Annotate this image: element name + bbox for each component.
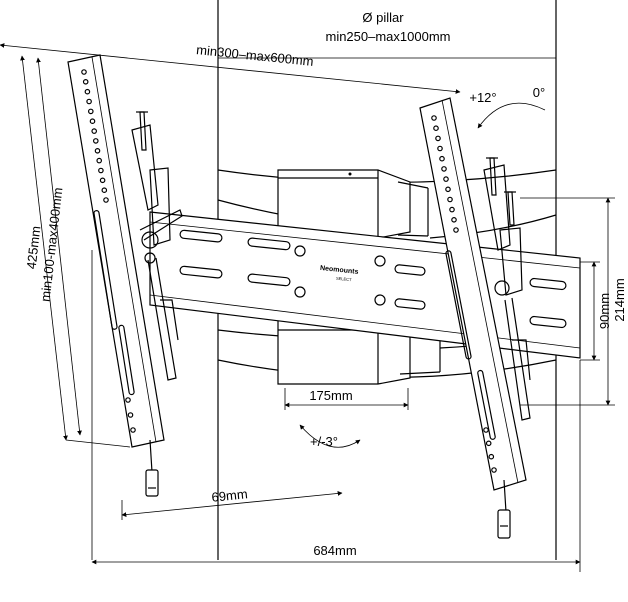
bracket-hole bbox=[447, 196, 453, 203]
bracket-hole bbox=[445, 186, 451, 193]
bracket-hole bbox=[483, 427, 489, 433]
total-width: 684mm bbox=[313, 543, 356, 558]
pillar-title: Ø pillar bbox=[362, 10, 404, 25]
bracket-hole bbox=[88, 108, 94, 115]
bracket-hole bbox=[435, 135, 441, 142]
bracket-hole bbox=[103, 197, 109, 203]
bracket-hole bbox=[98, 167, 104, 174]
width-range: min300–max600mm bbox=[196, 42, 315, 69]
swivel-plus: +12° bbox=[469, 90, 496, 105]
bracket-hole bbox=[86, 98, 92, 105]
offset-69: 69mm bbox=[211, 486, 248, 505]
swivel-zero: 0° bbox=[533, 85, 545, 100]
bracket-hole bbox=[433, 125, 439, 132]
bracket-hole bbox=[91, 128, 98, 134]
bracket-hole bbox=[441, 166, 447, 172]
bracket-hole bbox=[125, 397, 131, 403]
height-range: min100-max400mm bbox=[38, 187, 66, 303]
bracket-hole bbox=[96, 157, 103, 164]
tilt-range: +/-3° bbox=[310, 434, 338, 449]
right-vertical-bracket bbox=[419, 97, 531, 539]
strap-width: 175mm bbox=[309, 388, 352, 403]
bracket-hole bbox=[449, 206, 455, 213]
depth-214: 214mm bbox=[612, 278, 627, 321]
bracket-hole bbox=[93, 138, 99, 144]
bracket-hole bbox=[439, 155, 445, 162]
bracket-hole bbox=[94, 148, 101, 154]
brand-logo: Neomounts bbox=[320, 265, 359, 276]
brand-sub: SELECT bbox=[336, 276, 353, 283]
height-total: 425mm bbox=[24, 225, 44, 270]
bracket-hole bbox=[451, 217, 457, 223]
upper-clamp bbox=[277, 169, 429, 239]
bracket-hole bbox=[89, 118, 96, 125]
bracket-hole bbox=[101, 187, 108, 194]
depth-90: 90mm bbox=[597, 293, 612, 329]
bracket-hole bbox=[453, 227, 459, 233]
bracket-hole bbox=[488, 453, 495, 460]
bracket-hole bbox=[127, 412, 134, 418]
bracket-hole bbox=[431, 115, 437, 121]
dimension-lines bbox=[0, 43, 615, 572]
bracket-hole bbox=[99, 177, 106, 184]
bracket-hole bbox=[485, 440, 492, 447]
pillar-range: min250–max1000mm bbox=[325, 29, 450, 44]
bracket-hole bbox=[130, 427, 136, 433]
bracket-hole bbox=[437, 145, 443, 152]
bracket-hole bbox=[443, 176, 449, 182]
bracket-hole bbox=[491, 467, 497, 473]
